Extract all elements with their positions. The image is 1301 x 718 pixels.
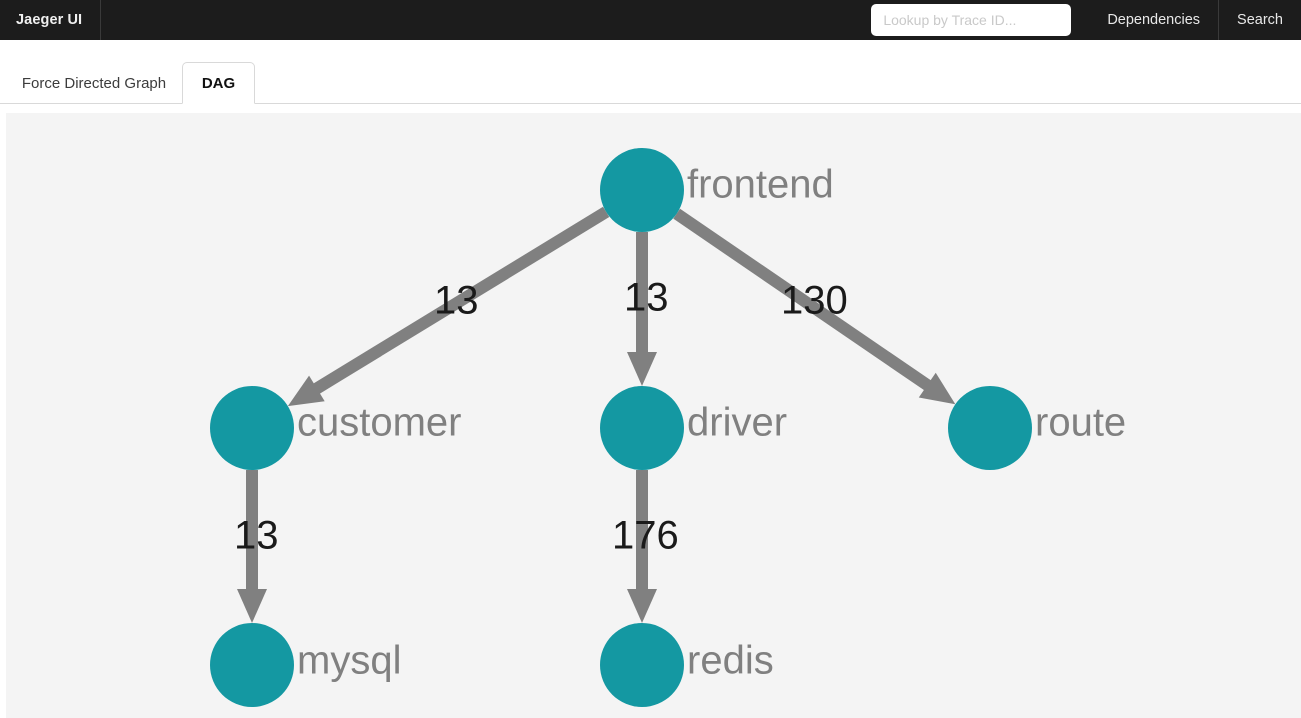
nav-link-search[interactable]: Search [1218, 0, 1301, 40]
graph-node-route[interactable] [948, 386, 1032, 470]
graph-edge-label-driver-to-redis: 176 [612, 514, 679, 558]
trace-id-lookup-input[interactable] [871, 4, 1072, 36]
top-navbar: Jaeger UI Dependencies Search [0, 0, 1301, 40]
graph-node-label-route: route [1035, 401, 1126, 445]
graph-edge-labels-layer: 13 13 130 13 176 [234, 276, 848, 558]
graph-node-label-redis: redis [687, 639, 774, 683]
app-brand[interactable]: Jaeger UI [0, 0, 102, 40]
navbar-right-group: Dependencies Search [871, 0, 1301, 40]
nav-link-dependencies[interactable]: Dependencies [1107, 12, 1201, 28]
graph-node-redis[interactable] [600, 623, 684, 707]
graph-edge-arrowhead-customer-to-mysql [237, 589, 267, 623]
dag-graph-svg[interactable]: frontend customer driver route mysql redis 13… [6, 113, 1301, 718]
tab-strip: Force Directed Graph DAG [0, 40, 1301, 104]
tab-force-directed-graph[interactable]: Force Directed Graph [21, 74, 167, 92]
graph-edges-layer [237, 206, 956, 623]
graph-edge-label-customer-to-mysql: 13 [234, 514, 279, 558]
graph-node-label-mysql: mysql [297, 639, 401, 683]
graph-edge-frontend-to-route[interactable] [673, 208, 933, 392]
graph-node-frontend[interactable] [600, 148, 684, 232]
graph-edge-arrowhead-frontend-to-driver [627, 352, 657, 386]
graph-edge-arrowhead-frontend-to-route [918, 372, 956, 405]
graph-node-label-driver: driver [687, 401, 787, 445]
tab-strip-underline [0, 103, 1301, 104]
graph-edge-arrowhead-frontend-to-customer [287, 375, 325, 407]
graph-edge-label-frontend-to-customer: 13 [434, 279, 479, 323]
graph-edge-label-frontend-to-driver: 13 [624, 276, 669, 320]
dag-graph-canvas[interactable]: frontend customer driver route mysql redis 13… [6, 113, 1301, 718]
graph-nodes-layer: frontend customer driver route mysql redis [210, 148, 1126, 707]
graph-node-customer[interactable] [210, 386, 294, 470]
graph-node-driver[interactable] [600, 386, 684, 470]
navbar-spacer [101, 0, 871, 40]
graph-node-label-customer: customer [297, 401, 462, 445]
graph-node-label-frontend: frontend [687, 163, 834, 207]
graph-edge-frontend-to-customer[interactable] [312, 206, 610, 395]
tab-dag[interactable]: DAG [182, 62, 255, 104]
graph-edge-arrowhead-driver-to-redis [627, 589, 657, 623]
graph-node-mysql[interactable] [210, 623, 294, 707]
graph-edge-label-frontend-to-route: 130 [781, 279, 848, 323]
